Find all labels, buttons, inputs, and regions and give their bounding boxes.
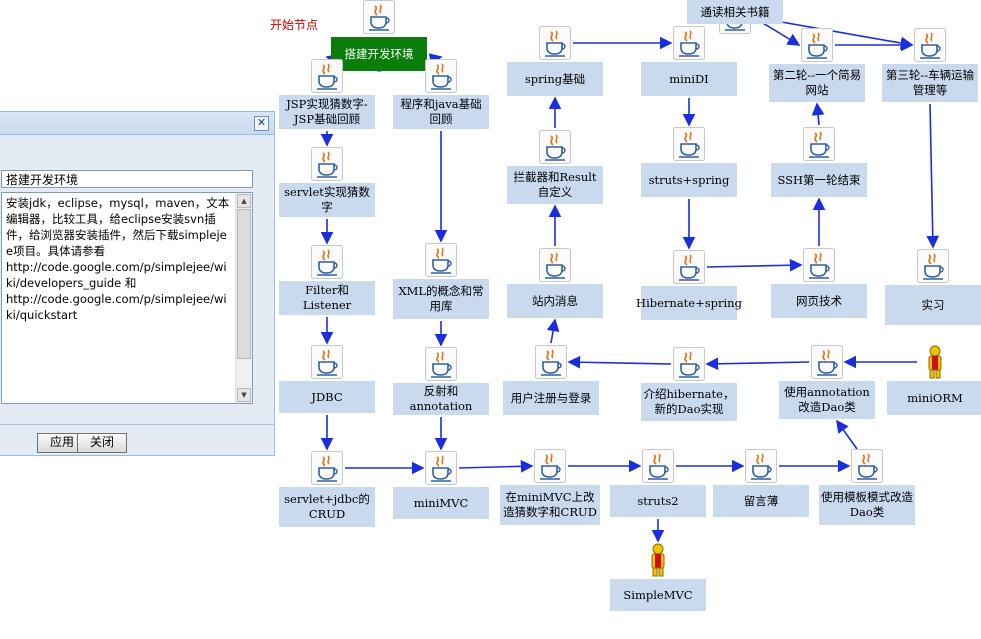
flow-edge bbox=[458, 459, 534, 473]
node-name-input[interactable] bbox=[1, 170, 253, 188]
flow-node-label: 第二轮--一个简易网站 bbox=[769, 64, 865, 102]
java-icon bbox=[673, 250, 705, 284]
java-icon bbox=[311, 451, 343, 485]
java-icon bbox=[539, 248, 571, 282]
flow-node-label: servlet+jdbc的CRUD bbox=[279, 487, 375, 527]
java-icon bbox=[914, 28, 946, 62]
java-icon bbox=[803, 248, 835, 282]
java-icon bbox=[535, 345, 567, 379]
scroll-down-icon[interactable]: ▼ bbox=[237, 388, 251, 402]
flow-edge bbox=[706, 258, 803, 272]
flow-node-label: Filter和Listener bbox=[279, 281, 375, 315]
java-icon bbox=[311, 147, 343, 181]
node-properties-dialog: ✕ 安装jdk，eclipse，mysql，maven，文本编辑器，比较工具，给… bbox=[0, 111, 275, 456]
flow-node-label: JSP实现猜数字-JSP基础回顾 bbox=[279, 95, 375, 129]
java-icon bbox=[673, 127, 705, 161]
node-description-textarea[interactable]: 安装jdk，eclipse，mysql，maven，文本编辑器，比较工具，给ec… bbox=[1, 192, 253, 404]
flow-node-label: 用户注册与登录 bbox=[503, 381, 599, 415]
flow-node-label: 站内消息 bbox=[507, 284, 603, 318]
flow-node-label: SSH第一轮结束 bbox=[771, 163, 867, 197]
flow-node-label: 使用模板模式改造Dao类 bbox=[819, 485, 915, 525]
flow-edge bbox=[567, 355, 672, 369]
flow-node-label: miniDI bbox=[641, 62, 737, 96]
dialog-header: ✕ bbox=[0, 112, 274, 135]
flow-node-label: struts2 bbox=[610, 485, 706, 517]
flow-node-label: 拦截器和Result自定义 bbox=[507, 166, 603, 204]
flow-node-label: servlet实现猜数字 bbox=[279, 183, 375, 217]
java-icon bbox=[425, 347, 457, 381]
java-icon bbox=[917, 249, 949, 283]
java-icon bbox=[311, 245, 343, 279]
node-description-text: 安装jdk，eclipse，mysql，maven，文本编辑器，比较工具，给ec… bbox=[6, 196, 230, 322]
scroll-up-icon[interactable]: ▲ bbox=[237, 194, 251, 208]
java-icon bbox=[425, 59, 457, 93]
java-icon bbox=[539, 130, 571, 164]
flow-node-label: 程序和java基础回顾 bbox=[393, 95, 489, 129]
java-icon bbox=[363, 0, 395, 34]
flow-edge bbox=[546, 318, 560, 344]
java-icon bbox=[801, 28, 833, 62]
flow-node-label: 介绍hibernate，新的Dao实现 bbox=[641, 383, 737, 421]
java-icon bbox=[811, 345, 843, 379]
java-icon bbox=[673, 26, 705, 60]
close-icon[interactable]: ✕ bbox=[254, 116, 269, 131]
flow-node-label: 实习 bbox=[885, 285, 981, 325]
flow-node-label: Hibernate+spring bbox=[636, 286, 742, 320]
flow-node-label: SimpleMVC bbox=[610, 579, 706, 611]
java-icon bbox=[673, 347, 705, 381]
java-icon bbox=[311, 345, 343, 379]
flow-node-label: 在miniMVC上改造猜数字和CRUD bbox=[500, 485, 600, 525]
flow-node-label: 第三轮--车辆运输管理等 bbox=[882, 64, 978, 102]
flow-edge bbox=[811, 102, 825, 126]
dialog-button-bar: 应用 关闭 bbox=[0, 424, 274, 457]
flow-node-label: miniORM bbox=[887, 381, 981, 415]
flow-edge bbox=[836, 419, 858, 450]
flow-node-label: 使用annotation改造Dao类 bbox=[779, 381, 875, 419]
person-icon bbox=[919, 345, 951, 379]
java-icon bbox=[425, 451, 457, 485]
java-icon bbox=[425, 243, 457, 277]
flow-node-label: 网页技术 bbox=[771, 284, 867, 318]
scroll-thumb[interactable] bbox=[237, 209, 251, 359]
description-scrollbar[interactable]: ▲ ▼ bbox=[235, 193, 252, 403]
flow-edge bbox=[705, 357, 810, 371]
flow-node-label: struts+spring bbox=[641, 163, 737, 197]
person-icon bbox=[642, 543, 674, 577]
flow-node-label: 搭建开发环境 bbox=[331, 37, 427, 71]
flow-node-label: spring基础 bbox=[507, 62, 603, 96]
java-icon bbox=[311, 59, 343, 93]
flow-node-label: JDBC bbox=[279, 381, 375, 413]
java-icon bbox=[539, 26, 571, 60]
close-button[interactable]: 关闭 bbox=[77, 433, 127, 453]
flow-edge bbox=[926, 103, 940, 249]
java-icon bbox=[745, 449, 777, 483]
flow-node-label: 反射和annotation bbox=[393, 383, 489, 415]
java-icon bbox=[851, 449, 883, 483]
flow-node-label: miniMVC bbox=[393, 487, 489, 519]
java-icon bbox=[534, 449, 566, 483]
start-node-title: 开始节点 bbox=[270, 18, 319, 32]
java-icon bbox=[803, 127, 835, 161]
java-icon bbox=[642, 449, 674, 483]
flow-node-label: 留言薄 bbox=[713, 485, 809, 517]
flow-node-label: XML的概念和常用库 bbox=[393, 279, 489, 319]
flow-node-label: 通读相关书籍 bbox=[687, 0, 783, 24]
